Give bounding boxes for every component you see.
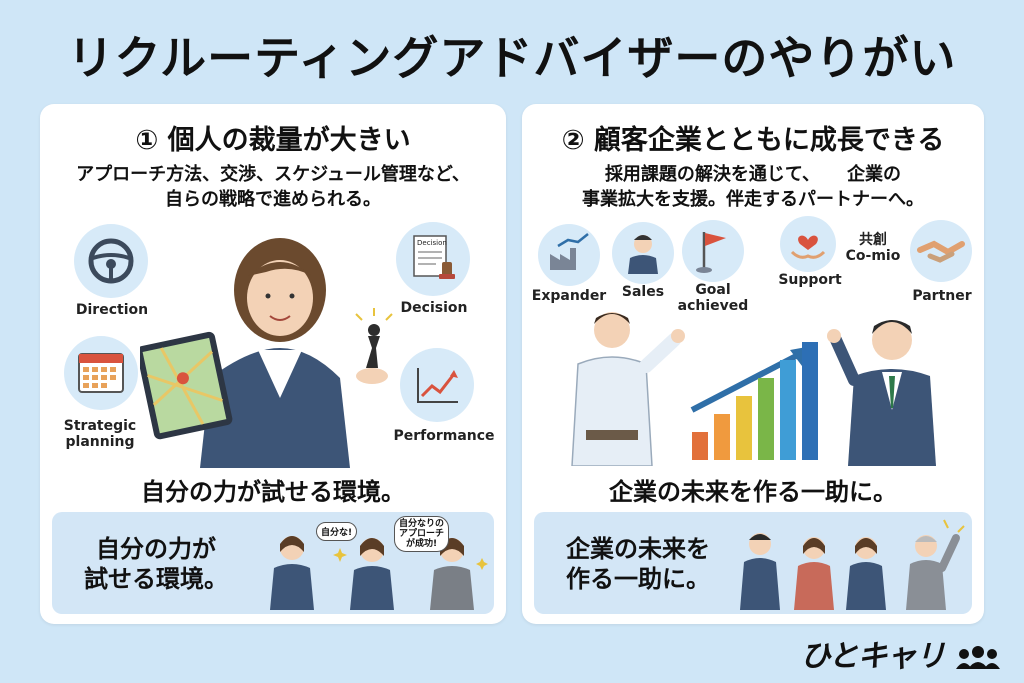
direction-label: Direction (75, 302, 149, 318)
brand-logo: ひとキャリ (800, 631, 1002, 675)
bubble-line: が成功! (405, 539, 438, 549)
label-line: planning (65, 434, 135, 450)
label-line: Goal (695, 282, 731, 298)
caption: 企業の未来を作る一助に。 (609, 478, 897, 506)
summary-line: 自分の力が (96, 535, 216, 563)
growth-bar (802, 342, 818, 460)
summary-text: 企業の未来を 作る一助に。 (548, 534, 728, 594)
growth-bar (780, 360, 796, 460)
consultant-man-illustration (571, 312, 685, 466)
label-line: Co-mio (845, 248, 901, 264)
summary-box: 企業の未来を 作る一助に。 (534, 512, 972, 614)
panel-heading: ② 顧客企業とともに成長できる (561, 125, 945, 156)
decision-document-icon: Decision (396, 222, 470, 296)
salesperson-icon (612, 222, 674, 284)
decision-label: Decision (400, 300, 468, 316)
bubble-line: 自分なりの (399, 519, 445, 529)
panel-heading: ① 個人の裁量が大きい (135, 125, 411, 156)
growth-scene-illustration (571, 312, 936, 466)
people-logo-icon (956, 645, 1000, 669)
calendar-icon (64, 336, 138, 410)
description-line: 事業拡大を支援。伴走するパートナーへ。 (582, 189, 924, 210)
summary-line: 作る一助に。 (566, 565, 710, 593)
cocreation-label: 共創 Co-mio (838, 232, 908, 264)
three-women-cheering-illustration (270, 536, 488, 610)
panel-growth: ② 顧客企業とともに成長できる 採用課題の解決を通じて、 企業の 事業拡大を支援… (522, 104, 984, 624)
label-line: 共創 (859, 232, 887, 248)
factory-icon (538, 224, 600, 286)
panel-description: アプローチ方法、交渉、スケジュール管理など、 自らの戦略で進められる。 (50, 162, 496, 212)
expander-label: Expander (531, 288, 607, 304)
team-celebrating-illustration (740, 519, 965, 610)
businesswoman-with-tablet-illustration (140, 238, 393, 468)
steering-wheel-icon (74, 224, 148, 298)
growth-bar (736, 396, 752, 460)
goal-flag-icon (682, 220, 744, 282)
panel-autonomy: ① 個人の裁量が大きい アプローチ方法、交渉、スケジュール管理など、 自らの戦略… (40, 104, 506, 624)
summary-line: 企業の未来を (566, 535, 710, 563)
performance-label: Performance (393, 428, 495, 444)
decision-doc-title: Decision (417, 239, 447, 247)
summary-text: 自分の力が 試せる環境。 (66, 534, 246, 594)
summary-box: 自分の力が 試せる環境。 自分な! 自分なりの アプローチ が成功! (52, 512, 494, 614)
speech-bubble: 自分なりの アプローチ が成功! (394, 516, 450, 552)
sales-label: Sales (621, 284, 665, 300)
bubble-line: アプローチ (399, 529, 445, 539)
page-title: リクルーティングアドバイザーのやりがい (67, 31, 957, 85)
description-line: 自らの戦略で進められる。 (165, 189, 381, 210)
label-line: Strategic (63, 418, 137, 434)
caption: 自分の力が試せる環境。 (141, 478, 405, 506)
strategic-planning-label: Strategic planning (50, 418, 150, 450)
handshake-icon (910, 220, 972, 282)
description-line: 採用課題の解決を通じて、 企業の (604, 164, 902, 185)
client-man-illustration (827, 320, 936, 466)
partner-label: Partner (912, 288, 972, 304)
performance-chart-icon (400, 348, 474, 422)
goal-achieved-label: Goal achieved (668, 282, 758, 314)
speech-bubble: 自分な! (316, 522, 358, 541)
support-label: Support (778, 272, 842, 288)
brand-text: ひとキャリ (800, 639, 945, 674)
label-line: achieved (677, 298, 749, 314)
growth-bar (758, 378, 774, 460)
growth-bar (714, 414, 730, 460)
summary-line: 試せる環境。 (84, 565, 228, 593)
description-line: アプローチ方法、交渉、スケジュール管理など、 (76, 164, 470, 185)
heart-hands-icon (780, 216, 836, 272)
panel-description: 採用課題の解決を通じて、 企業の 事業拡大を支援。伴走するパートナーへ。 (532, 162, 974, 212)
growth-bar (692, 432, 708, 460)
